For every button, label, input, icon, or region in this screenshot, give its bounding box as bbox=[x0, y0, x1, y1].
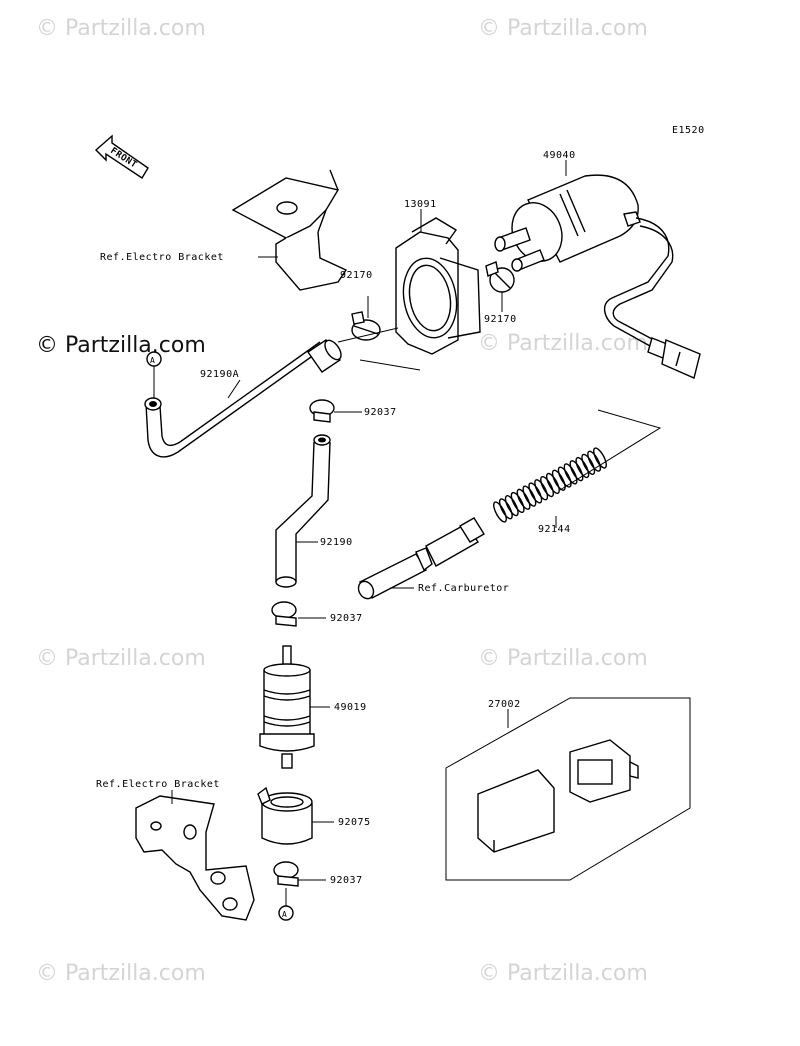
leader-line bbox=[227, 379, 241, 399]
clip-92037-2 bbox=[271, 601, 297, 627]
label-49040: 49040 bbox=[543, 150, 576, 161]
label-92075: 92075 bbox=[338, 817, 371, 828]
clamp-92170-left bbox=[351, 311, 381, 341]
label-92037-3: 92037 bbox=[330, 875, 363, 886]
spring-coil bbox=[575, 456, 590, 479]
spring-coil bbox=[504, 495, 519, 517]
label-ref-carburetor: Ref.Carburetor bbox=[418, 583, 509, 594]
marker-a-bottom: A bbox=[278, 888, 294, 921]
spring-coil bbox=[545, 472, 560, 495]
relay-kit-27002 bbox=[445, 697, 691, 881]
label-13091: 13091 bbox=[404, 199, 437, 210]
pump-wire-harness bbox=[604, 217, 701, 379]
spring-coil bbox=[557, 466, 572, 488]
watermark: © Partzilla.com bbox=[478, 961, 648, 986]
watermark: © Partzilla.com bbox=[36, 961, 206, 986]
diagram-code: E1520 bbox=[672, 125, 705, 136]
spring-coil bbox=[593, 447, 607, 469]
fuel-filter-49019 bbox=[259, 645, 315, 769]
spring-coil bbox=[510, 491, 525, 514]
clip-92037-1 bbox=[309, 399, 335, 423]
label-92170-left: 92170 bbox=[340, 270, 373, 281]
guide-line bbox=[559, 409, 662, 491]
hose-92190 bbox=[275, 434, 331, 588]
pump-bracket-13091 bbox=[395, 217, 481, 355]
label-92144: 92144 bbox=[538, 524, 571, 535]
spring-coil bbox=[540, 475, 555, 498]
svg-text:A: A bbox=[150, 356, 155, 365]
watermark: © Partzilla.com bbox=[478, 331, 648, 356]
label-49019: 49019 bbox=[334, 702, 367, 713]
watermark-main: © Partzilla.com bbox=[36, 333, 206, 358]
guide-line bbox=[337, 327, 399, 343]
label-27002: 27002 bbox=[488, 699, 521, 710]
spring-coil bbox=[581, 453, 596, 475]
label-ref-electro-bracket-top: Ref.Electro Bracket bbox=[100, 252, 224, 263]
spring-coil bbox=[551, 469, 566, 491]
watermark: © Partzilla.com bbox=[36, 646, 206, 671]
spring-coil bbox=[528, 482, 543, 504]
watermark: © Partzilla.com bbox=[478, 646, 648, 671]
label-92037-1: 92037 bbox=[364, 407, 397, 418]
clamp-92170-right bbox=[485, 261, 515, 293]
guide-line bbox=[359, 359, 421, 371]
spring-coil bbox=[493, 501, 507, 523]
spring-coil bbox=[587, 450, 602, 472]
svg-text:A: A bbox=[282, 910, 287, 919]
label-92170-right: 92170 bbox=[484, 314, 517, 325]
label-ref-electro-bracket-bottom: Ref.Electro Bracket bbox=[96, 779, 220, 790]
filter-holder-92075 bbox=[257, 786, 313, 845]
marker-a-top: A bbox=[146, 351, 162, 398]
spring-coil bbox=[563, 463, 578, 485]
spring-coil bbox=[522, 485, 537, 507]
hose-92190a bbox=[144, 339, 342, 458]
front-arrow-icon: FRONT bbox=[94, 134, 149, 179]
spring-coil bbox=[534, 479, 549, 501]
watermark: © Partzilla.com bbox=[36, 16, 206, 41]
watermark: © Partzilla.com bbox=[478, 16, 648, 41]
spring-coil bbox=[569, 460, 584, 482]
label-92037-2: 92037 bbox=[330, 613, 363, 624]
electro-bracket-bottom bbox=[135, 795, 255, 921]
carburetor-fitting bbox=[357, 517, 485, 600]
spring-coil bbox=[516, 488, 531, 510]
electro-bracket-top bbox=[231, 169, 348, 291]
spring-coil bbox=[498, 498, 513, 520]
spring-92144 bbox=[493, 447, 607, 523]
fuel-pump bbox=[494, 174, 641, 272]
label-92190: 92190 bbox=[320, 537, 353, 548]
label-92190a: 92190A bbox=[200, 369, 239, 380]
clip-92037-3 bbox=[273, 861, 299, 887]
